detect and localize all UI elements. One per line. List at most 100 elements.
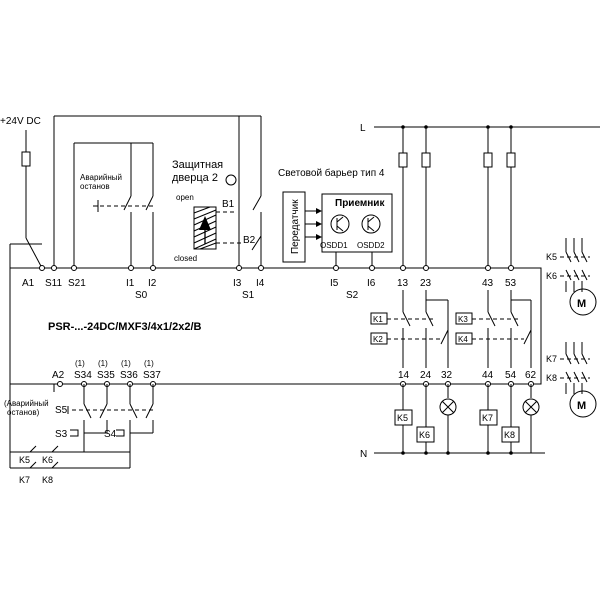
terminal-24: 24 [420, 370, 432, 381]
lock-symbol-icon [225, 174, 237, 186]
coil-k5-label: K5 [397, 413, 408, 423]
fuse-23 [421, 152, 431, 168]
transistor-2-icon [361, 214, 381, 234]
terminal-i1: I1 [126, 278, 135, 289]
marker-s37: (1) [144, 359, 154, 368]
terminal-s37: S37 [143, 370, 161, 381]
supply-lines: +24V DC L N [0, 116, 600, 460]
terminal-s11: S11 [45, 278, 62, 289]
fuse-53 [506, 152, 516, 168]
transmitter-label: Передатчик [290, 199, 301, 254]
receiver-label: Приемник [335, 198, 385, 209]
motor2-label: M [577, 400, 586, 412]
light-barrier: Световой барьер тип 4 Передатчик Приемни… [278, 167, 393, 268]
relay-k4-label: K4 [458, 335, 468, 344]
motor2-k8-label: K8 [546, 373, 557, 383]
motor-2: K7 K8 M [546, 342, 597, 418]
door-title-line1: Защитная [172, 159, 223, 171]
terminal-s35: S35 [97, 370, 115, 381]
terminal-i4: I4 [256, 278, 265, 289]
b1-label: B1 [222, 199, 235, 210]
n-rail-label: N [360, 449, 367, 460]
relay-k3-label: K3 [458, 315, 468, 324]
relay-k2-label: K2 [373, 335, 383, 344]
emergency-bottom-line2: останов) [7, 408, 40, 417]
fuse-43 [483, 152, 493, 168]
motor2-k7-label: K7 [546, 354, 557, 364]
terminal-13: 13 [397, 278, 409, 289]
motor1-k5-label: K5 [546, 252, 557, 262]
motor-2-icon [569, 390, 597, 418]
terminal-62: 62 [525, 370, 537, 381]
marker-s36: (1) [121, 359, 131, 368]
switch-s4-label: S4 [104, 429, 117, 440]
terminal-54: 54 [505, 370, 517, 381]
transistor-1-icon [330, 214, 350, 234]
loop-k7-label: K7 [19, 475, 30, 485]
terminal-s34: S34 [74, 370, 92, 381]
bottom-terminal-row: A2 S34 S35 S36 S37 14 24 32 44 54 62 (1)… [52, 359, 537, 387]
fuse-13 [398, 152, 408, 168]
door-arrow-icon [199, 216, 211, 230]
door-title-line2: дверца 2 [172, 172, 218, 184]
door-open-label: open [176, 193, 194, 202]
switch-s5-label: S5 [55, 405, 68, 416]
terminal-53: 53 [505, 278, 517, 289]
group-s1: S1 [242, 290, 255, 301]
l-rail-label: L [360, 123, 366, 134]
module-outline [9, 267, 542, 385]
bottom-switches: (Аварийный останов) S5 S3 S4 K5 K6 K7 K8 [4, 244, 154, 485]
terminal-i2: I2 [148, 278, 157, 289]
emergency-top-line2: останов [80, 182, 110, 191]
switch-s3-button-icon [70, 429, 79, 437]
transmitter-box [282, 191, 306, 263]
marker-s35: (1) [98, 359, 108, 368]
loads: K5 K6 K7 K8 [394, 384, 540, 455]
relay-k1-label: K1 [373, 315, 383, 324]
top-terminal-row: A1 S11 S21 I1 I2 I3 I4 I5 I6 13 23 43 53… [22, 265, 517, 301]
loop-k6-label: K6 [42, 455, 53, 465]
loop-k8-label: K8 [42, 475, 53, 485]
terminal-23: 23 [420, 278, 432, 289]
emergency-top-line1: Аварийный [80, 173, 122, 182]
terminal-s21: S21 [68, 278, 86, 289]
switch-s3-label: S3 [55, 429, 68, 440]
terminal-44: 44 [482, 370, 494, 381]
terminal-i5: I5 [330, 278, 339, 289]
terminal-a1: A1 [22, 278, 35, 289]
terminal-i6: I6 [367, 278, 376, 289]
coil-k6-label: K6 [419, 430, 430, 440]
terminal-s36: S36 [120, 370, 138, 381]
group-s0: S0 [135, 290, 148, 301]
door-closed-label: closed [174, 254, 197, 263]
relay-k4-box [455, 332, 473, 345]
guard-door: Защитная дверца 2 open closed B1 B2 [172, 115, 262, 268]
safety-module: A1 S11 S21 I1 I2 I3 I4 I5 I6 13 23 43 53… [9, 265, 542, 387]
marker-s34: (1) [75, 359, 85, 368]
relay-k1-box [370, 312, 388, 325]
motor1-label: M [577, 298, 586, 310]
b2-label: B2 [243, 235, 256, 246]
osdd1-label: OSDD1 [320, 241, 348, 250]
motor-1-icon [569, 288, 597, 316]
emergency-bottom-line1: (Аварийный [4, 399, 49, 408]
terminal-14: 14 [398, 370, 410, 381]
emergency-button-icon [93, 200, 99, 212]
terminal-a2: A2 [52, 370, 65, 381]
motor1-k6-label: K6 [546, 271, 557, 281]
osdd2-label: OSDD2 [357, 241, 385, 250]
terminal-43: 43 [482, 278, 494, 289]
supply-fuse [21, 151, 31, 167]
relay-k3-box [455, 312, 473, 325]
coil-k8-label: K8 [504, 430, 515, 440]
device-model: PSR-...-24DC/MXF3/4x1/2x2/B [48, 321, 202, 333]
relay-contacts: K1 K2 K3 K4 [370, 290, 532, 368]
terminal-32: 32 [441, 370, 453, 381]
motor-1: K5 K6 M [546, 238, 597, 316]
switch-s4-button-icon [116, 429, 125, 437]
coil-k7-label: K7 [482, 413, 493, 423]
light-barrier-title: Световой барьер тип 4 [278, 167, 385, 179]
relay-k2-box [370, 332, 388, 345]
group-s2: S2 [346, 290, 359, 301]
